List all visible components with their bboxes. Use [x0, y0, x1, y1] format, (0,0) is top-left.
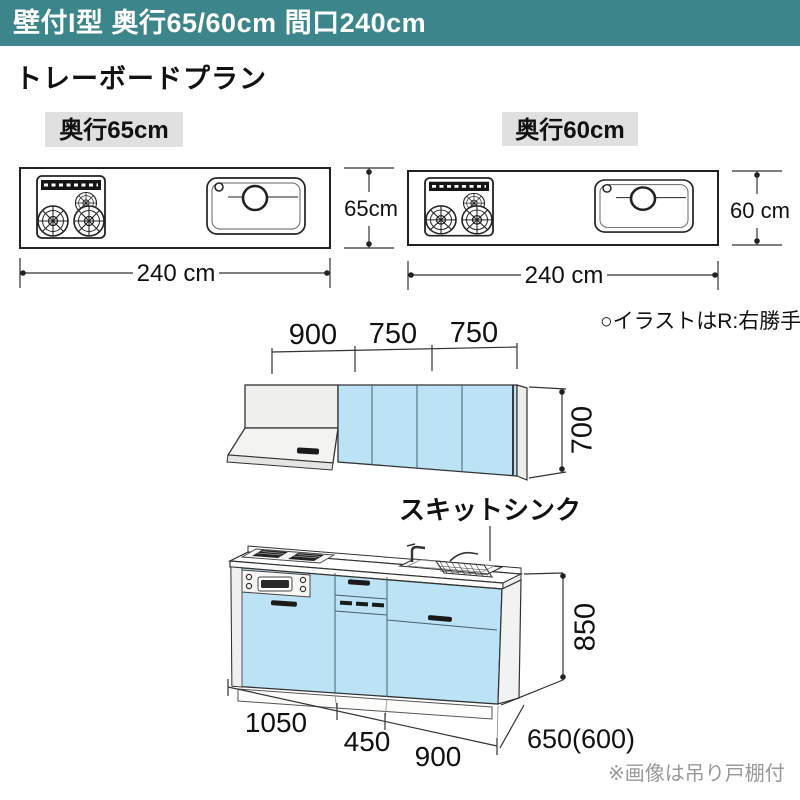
- base-left-panel-edge: [230, 566, 243, 688]
- wall-cabinet-doors: [337, 384, 528, 481]
- base-dim-450: 450: [344, 726, 391, 757]
- wall-dim-750b: 750: [450, 317, 498, 349]
- faucet: [410, 545, 426, 562]
- sink-callout-label: スキットシンク: [399, 495, 581, 525]
- illustration-note: ○イラストはR:右勝手: [600, 310, 800, 333]
- depth65-label: 奥行65cm: [59, 116, 168, 144]
- wall-height-dim-text: 700: [567, 406, 599, 454]
- page-header-title: 壁付I型 奥行65/60cm 間口240cm: [13, 8, 427, 38]
- depth65-label-bg: [45, 112, 183, 147]
- cooktop-topview-60: [425, 178, 493, 236]
- depth-dim-65: 65cm: [344, 167, 398, 249]
- page-header: 壁付I型 奥行65/60cm 間口240cm: [0, 0, 800, 46]
- base-cabinet-illustration: 850 1050 450 900 650(600): [227, 543, 635, 772]
- base-dim-1050: 1050: [245, 707, 307, 738]
- image-note: ※画像は吊り戸棚付: [608, 762, 785, 785]
- depth60-label: 奥行60cm: [515, 116, 624, 144]
- sink-3d: [398, 543, 504, 578]
- hood-handle: [296, 447, 320, 455]
- width-dim-60: 240 cm: [407, 261, 719, 290]
- top-view-depth65: 奥行65cm 240 cm 65cm: [19, 112, 398, 288]
- sink-topview-60: [593, 178, 695, 234]
- depth-dim-65-text: 65cm: [344, 196, 398, 221]
- base-height-dim-text: 850: [570, 603, 602, 651]
- top-view-depth60: 奥行60cm 240 cm 60 cm: [407, 112, 790, 290]
- depth-dim-60: 60 cm: [730, 170, 790, 246]
- cooktop-3d: [240, 548, 336, 564]
- width-dim-65-text: 240 cm: [137, 260, 216, 287]
- cooktop-topview-65: [37, 176, 105, 238]
- toe-kick: [237, 688, 493, 720]
- wall-dim-900: 900: [289, 319, 337, 351]
- wall-dim-750a: 750: [369, 318, 417, 350]
- range-hood: [226, 384, 339, 471]
- width-dim-65: 240 cm: [19, 258, 331, 288]
- wall-cabinet-elevation: 900 750 750 700: [226, 317, 599, 481]
- drawer-details: [270, 579, 498, 631]
- base-height-dim: 850: [500, 572, 602, 706]
- sink-topview-65: [205, 176, 307, 236]
- base-end-panel: [497, 579, 522, 705]
- wall-height-dim: 700: [528, 386, 599, 479]
- base-dim-900: 900: [415, 741, 462, 772]
- grill-console: [241, 569, 311, 598]
- plan-title: トレーボードプラン: [15, 64, 267, 94]
- base-depth-dim: 650(600): [527, 724, 635, 754]
- wall-cabinet-end-panel: [516, 384, 528, 481]
- base-bottom-dims: 1050 450 900 650(600): [227, 679, 635, 772]
- depth-dim-60-text: 60 cm: [730, 198, 790, 223]
- width-dim-60-text: 240 cm: [525, 262, 604, 289]
- sink-basket: [434, 551, 494, 578]
- depth60-label-bg: [502, 112, 638, 146]
